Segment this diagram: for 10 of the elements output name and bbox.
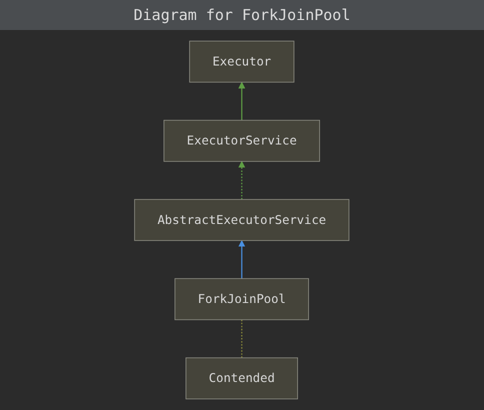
arrow xyxy=(238,82,246,120)
diagram-title: Diagram for ForkJoinPool xyxy=(0,0,484,30)
node-box: ForkJoinPool xyxy=(174,278,310,320)
connector xyxy=(241,320,243,358)
node-box: AbstractExecutorService xyxy=(134,199,350,241)
node-box: ExecutorService xyxy=(164,120,320,162)
arrow xyxy=(238,161,246,200)
arrow xyxy=(238,240,246,279)
node-box: Contended xyxy=(186,357,298,400)
node-box: Executor xyxy=(189,40,295,83)
